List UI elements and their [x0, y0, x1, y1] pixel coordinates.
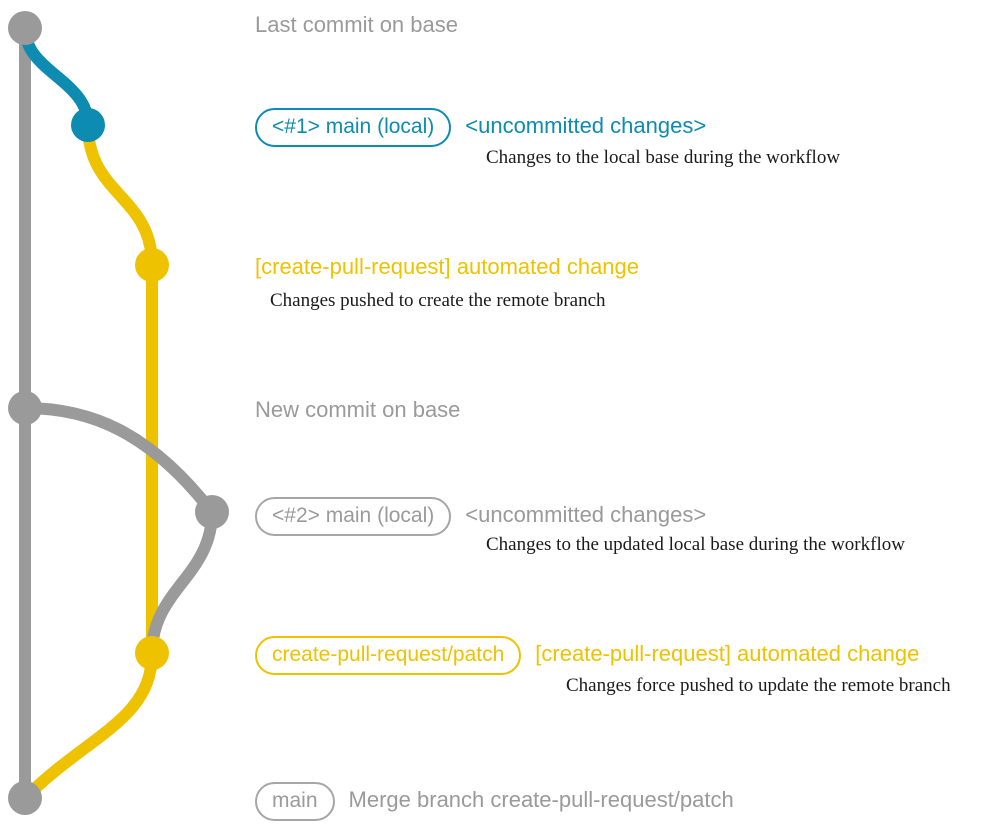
edge-base2-to-local2 — [19, 402, 218, 518]
node-local-commit-2[interactable] — [195, 495, 229, 529]
node-remote-commit-1[interactable] — [135, 248, 169, 282]
badge-local-main-2[interactable]: <#2> main (local) — [255, 497, 452, 536]
subject-automated-change-2: [create-pull-request] automated change — [535, 641, 920, 666]
subject-local-main-2: <uncommitted changes> — [465, 502, 707, 527]
label-new-commit-on-base: New commit on base — [255, 397, 461, 422]
node-merge[interactable] — [8, 781, 42, 815]
note-automated-change-2: Changes force pushed to update the remot… — [566, 675, 951, 696]
note-automated-change-1: Changes pushed to create the remote bran… — [270, 290, 606, 311]
subject-merge-commit: Merge branch create-pull-request/patch — [348, 787, 734, 812]
node-base-new-commit[interactable] — [8, 391, 42, 425]
badge-main[interactable]: main — [255, 782, 335, 821]
subject-automated-change-1: [create-pull-request] automated change — [255, 254, 640, 279]
note-local-main-1: Changes to the local base during the wor… — [486, 147, 841, 168]
label-last-commit-on-base: Last commit on base — [255, 12, 458, 37]
edge-base-to-local1 — [19, 22, 94, 131]
node-local-commit-1[interactable] — [71, 108, 105, 142]
badge-create-pull-request-patch[interactable]: create-pull-request/patch — [255, 636, 522, 675]
edge-remote2-to-merge — [19, 647, 158, 804]
note-local-main-2: Changes to the updated local base during… — [486, 534, 905, 555]
edge-local2-to-remote2 — [146, 506, 218, 659]
row-local-main-2: <#2> main (local) <uncommitted changes> — [255, 497, 706, 536]
row-local-main-1: <#1> main (local) <uncommitted changes> — [255, 108, 706, 147]
row-merge-commit: main Merge branch create-pull-request/pa… — [255, 782, 734, 821]
badge-local-main-1[interactable]: <#1> main (local) — [255, 108, 452, 147]
node-remote-commit-2[interactable] — [135, 636, 169, 670]
node-base-head[interactable] — [8, 11, 42, 45]
row-automated-change-2: create-pull-request/patch [create-pull-r… — [255, 636, 919, 675]
subject-local-main-1: <uncommitted changes> — [465, 113, 707, 138]
edge-local1-to-remote1 — [82, 119, 158, 271]
